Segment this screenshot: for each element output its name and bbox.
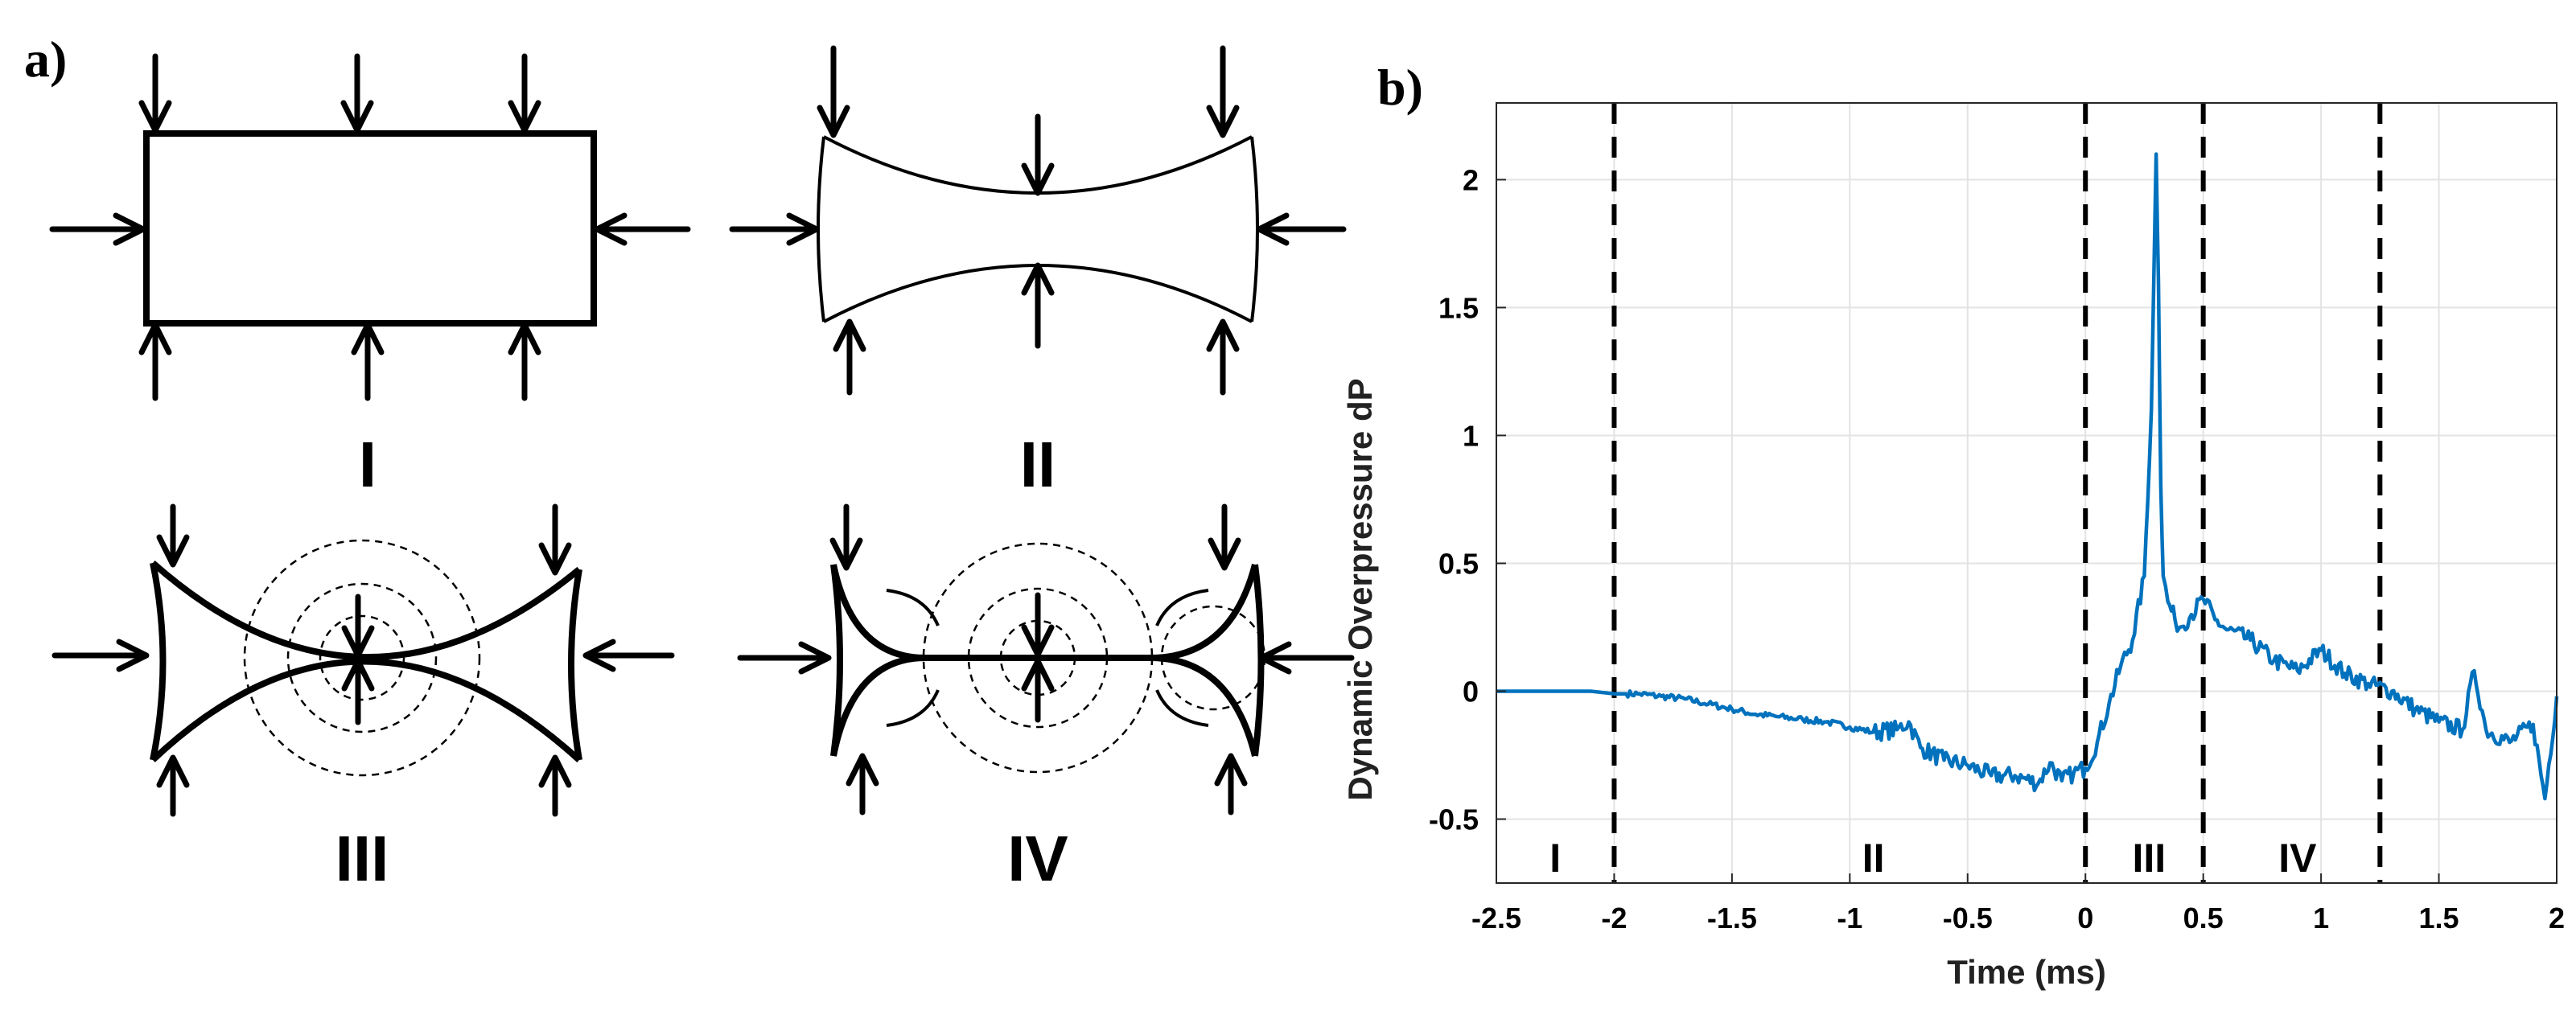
- x-tick-label: 2: [2549, 902, 2565, 935]
- y-tick-label: -0.5: [1429, 803, 1479, 836]
- stage-iv-recoil-curves: [886, 589, 1209, 727]
- stage-iii-wave-inner: [319, 614, 405, 701]
- arrow-down-icon: [340, 53, 374, 134]
- arrow-down-icon: [817, 45, 850, 138]
- chart-phase-dividers: [1611, 103, 2383, 883]
- panel-a-label: a): [24, 31, 67, 88]
- panel-b-label: b): [1377, 59, 1423, 116]
- arrow-left-icon: [582, 639, 675, 672]
- y-axis-label: Dynamic Overpressure dP: [1341, 378, 1379, 800]
- arrow-down-icon: [341, 594, 375, 659]
- stage-iii-wave-middle: [286, 582, 438, 733]
- stage-iii-arrows: [51, 503, 675, 817]
- stage-i-film: [143, 130, 597, 327]
- phase-label: IV: [2278, 836, 2317, 881]
- x-tick-label: -1: [1837, 902, 1862, 935]
- stage-iii-diagram: III: [51, 503, 675, 894]
- y-tick-label: 1.5: [1438, 291, 1479, 324]
- arrow-up-icon: [138, 322, 172, 401]
- y-tick-label: 0: [1463, 675, 1479, 708]
- x-tick-labels: -2.5 -2 -1.5 -1 -0.5 0 0.5 1 1.5 2: [1471, 873, 2565, 935]
- x-tick-label: 0: [2077, 902, 2093, 935]
- arrow-up-icon: [341, 658, 375, 725]
- chart-grid: [1496, 103, 2557, 883]
- phase-label: II: [1862, 836, 1885, 881]
- x-tick-label: -0.5: [1943, 902, 1993, 935]
- y-tick-label: 1: [1463, 419, 1479, 452]
- stage-ii-arrows: [729, 45, 1347, 396]
- stage-ii-diagram: II: [729, 45, 1347, 500]
- stage-i-label: I: [359, 429, 377, 500]
- arrow-down-icon: [1208, 503, 1241, 571]
- y-tick-label: 0.5: [1438, 547, 1479, 580]
- arrow-up-icon: [1021, 658, 1055, 723]
- arrow-up-icon: [351, 322, 385, 401]
- panel-a: a) I II III: [24, 31, 1355, 894]
- x-tick-label: -1.5: [1707, 902, 1757, 935]
- arrow-left-icon: [1256, 212, 1347, 246]
- arrow-up-icon: [1206, 318, 1240, 396]
- panel-b: b) -2.5 -2 -1.5 -1 -0.5 0 0.5 1 1.5 2 -0.5 0 0.5 1 1.…: [1341, 59, 2565, 991]
- arrow-right-icon: [729, 212, 820, 246]
- stage-iii-film-edges: [150, 562, 582, 761]
- stage-i-arrows: [49, 53, 691, 401]
- x-tick-label: 1.5: [2419, 902, 2459, 935]
- x-tick-label: 0.5: [2183, 902, 2224, 935]
- x-tick-label: -2.5: [1471, 902, 1521, 935]
- stage-iii-wave-outer: [243, 539, 481, 777]
- arrow-down-icon: [156, 503, 190, 568]
- arrow-left-icon: [1258, 641, 1355, 675]
- stage-iii-label: III: [335, 823, 389, 894]
- stage-iv-diagram: IV: [737, 503, 1355, 894]
- y-tick-label: 2: [1463, 163, 1479, 196]
- phase-label: III: [2132, 836, 2166, 881]
- arrow-down-icon: [508, 53, 541, 134]
- stage-iv-arrows: [737, 503, 1355, 815]
- x-axis-label: Time (ms): [1947, 953, 2106, 991]
- arrow-down-icon: [138, 53, 172, 134]
- stage-iii-film-surfaces: [150, 561, 582, 762]
- arrow-right-icon: [737, 641, 832, 675]
- arrow-up-icon: [508, 322, 541, 401]
- arrow-right-icon: [49, 212, 146, 246]
- arrow-down-icon: [829, 503, 863, 571]
- arrow-down-icon: [1206, 45, 1240, 138]
- overpressure-series-line: [1496, 152, 2559, 801]
- arrow-right-icon: [51, 639, 150, 672]
- arrow-up-icon: [846, 753, 879, 815]
- arrow-up-icon: [833, 318, 866, 396]
- y-tick-labels: -0.5 0 0.5 1 1.5 2: [1429, 163, 1506, 836]
- arrow-down-icon: [1021, 113, 1055, 196]
- plot-frame: [1496, 102, 2557, 884]
- stage-i-diagram: I: [49, 53, 691, 500]
- arrow-up-icon: [538, 754, 572, 817]
- stage-iv-label: IV: [1007, 823, 1068, 894]
- arrow-up-icon: [1021, 262, 1055, 349]
- arrow-up-icon: [156, 754, 190, 817]
- phase-label: I: [1549, 836, 1561, 881]
- arrow-down-icon: [1021, 592, 1055, 658]
- arrow-down-icon: [538, 503, 572, 576]
- arrow-left-icon: [594, 212, 691, 246]
- x-tick-label: 1: [2313, 902, 2329, 935]
- x-tick-label: -2: [1601, 902, 1627, 935]
- stage-ii-label: II: [1020, 429, 1056, 500]
- arrow-up-icon: [1214, 753, 1248, 815]
